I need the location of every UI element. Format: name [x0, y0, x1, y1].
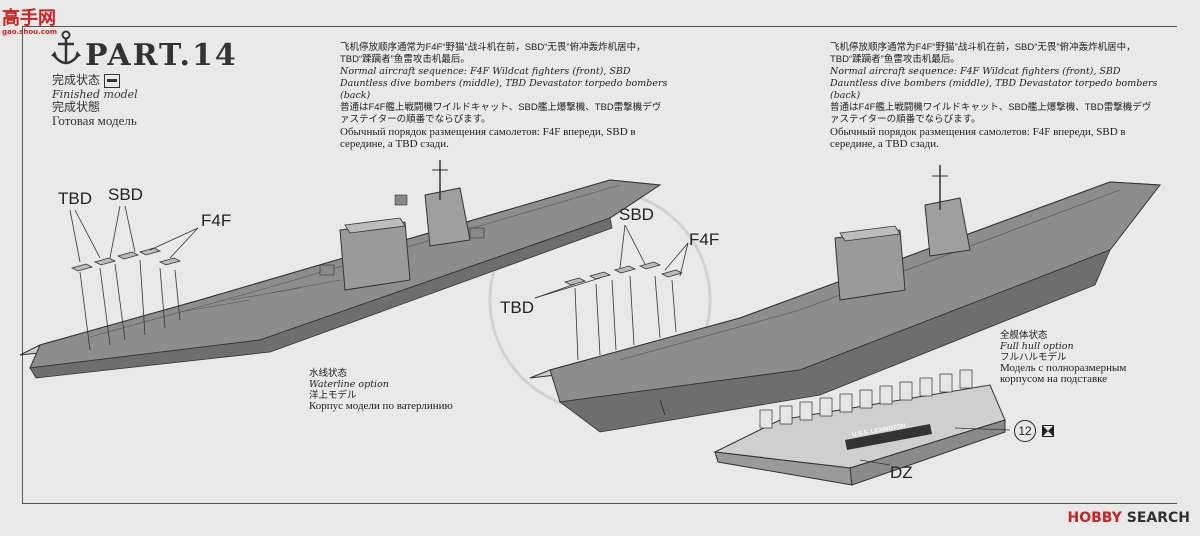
fullhull-ja: フルハルモデル: [1000, 352, 1067, 363]
hobby-search-logo: HOBBY SEARCH: [1068, 510, 1190, 526]
site-watermark: 高手网 gao.shou.com: [2, 4, 57, 36]
ship-box-icon: [104, 74, 121, 88]
waterline-ja: 洋上モデル: [309, 390, 357, 401]
site-watermark-url: gao.shou.com: [2, 28, 58, 36]
display-stand-drawing: [713, 369, 1011, 486]
anchor-icon: [51, 30, 81, 65]
waterline-en: Waterline option: [309, 379, 389, 390]
site-watermark-text: 高手网: [2, 8, 56, 29]
note-ru: Обычный порядок размещения самолетов: F4…: [340, 126, 636, 150]
label-tbd-right: TBD: [500, 298, 534, 317]
label-sbd-right: SBD: [619, 205, 654, 224]
note-zh: 飞机停放顺序通常为F4F“野猫”战斗机在前，SBD“无畏”俯冲轰炸机居中，TBD…: [830, 42, 1136, 65]
full-hull-caption: 全舰体状态 Full hull option フルハルモデル Модель с …: [1000, 330, 1170, 385]
waterline-zh: 水线状态: [309, 368, 348, 379]
note-en: Normal aircraft sequence: F4F Wildcat fi…: [340, 66, 668, 101]
part-number-badge: 12: [1014, 420, 1036, 442]
status-ja: 完成状態: [52, 100, 101, 114]
page-frame: [22, 26, 1177, 504]
logo-part1: HOBBY: [1067, 510, 1122, 526]
waterline-caption: 水线状态 Waterline option 洋上モデル Корпус модел…: [309, 368, 453, 412]
fullhull-en: Full hull option: [1000, 341, 1074, 352]
label-dz: DZ: [890, 463, 913, 482]
waterline-carrier-drawing: [19, 160, 662, 379]
bowtie-icon: [1042, 425, 1054, 437]
logo-part2: SEARCH: [1121, 510, 1190, 526]
status-en: Finished model: [52, 88, 138, 101]
fullhull-ru: Модель с полноразмерным корпусом на подс…: [1000, 362, 1127, 385]
aircraft-note-right: 飞机停放顺序通常为F4F“野猫”战斗机在前，SBD“无畏”俯冲轰炸机居中，TBD…: [830, 42, 1160, 150]
note-ja: 普通はF4F艦上戦闘機ワイルドキャット、SBD艦上爆撃機、TBD雷撃機デヴァステ…: [830, 102, 1152, 125]
note-en: Normal aircraft sequence: F4F Wildcat fi…: [830, 66, 1158, 101]
waterline-ru: Корпус модели по ватерлинию: [309, 400, 453, 412]
label-f4f-left: F4F: [201, 211, 232, 230]
note-ru: Обычный порядок размещения самолетов: F4…: [830, 126, 1126, 150]
label-tbd-left: TBD: [58, 189, 92, 208]
note-ja: 普通はF4F艦上戦闘機ワイルドキャット、SBD艦上爆撃機、TBD雷撃機デヴァステ…: [340, 102, 662, 125]
finished-model-heading: 完成状态 Finished model 完成状態 Готовая модель: [52, 74, 138, 127]
full-hull-carrier-drawing: [529, 165, 1161, 433]
status-zh: 完成状态: [52, 73, 101, 88]
page-title: PART.14: [85, 38, 238, 73]
label-f4f-right: F4F: [689, 230, 720, 249]
note-zh: 飞机停放顺序通常为F4F“野猫”战斗机在前，SBD“无畏”俯冲轰炸机居中，TBD…: [340, 42, 646, 65]
label-sbd-left: SBD: [108, 185, 143, 204]
aircraft-note-left: 飞机停放顺序通常为F4F“野猫”战斗机在前，SBD“无畏”俯冲轰炸机居中，TBD…: [340, 42, 670, 150]
fullhull-zh: 全舰体状态: [1000, 330, 1048, 341]
status-ru: Готовая модель: [52, 113, 137, 128]
